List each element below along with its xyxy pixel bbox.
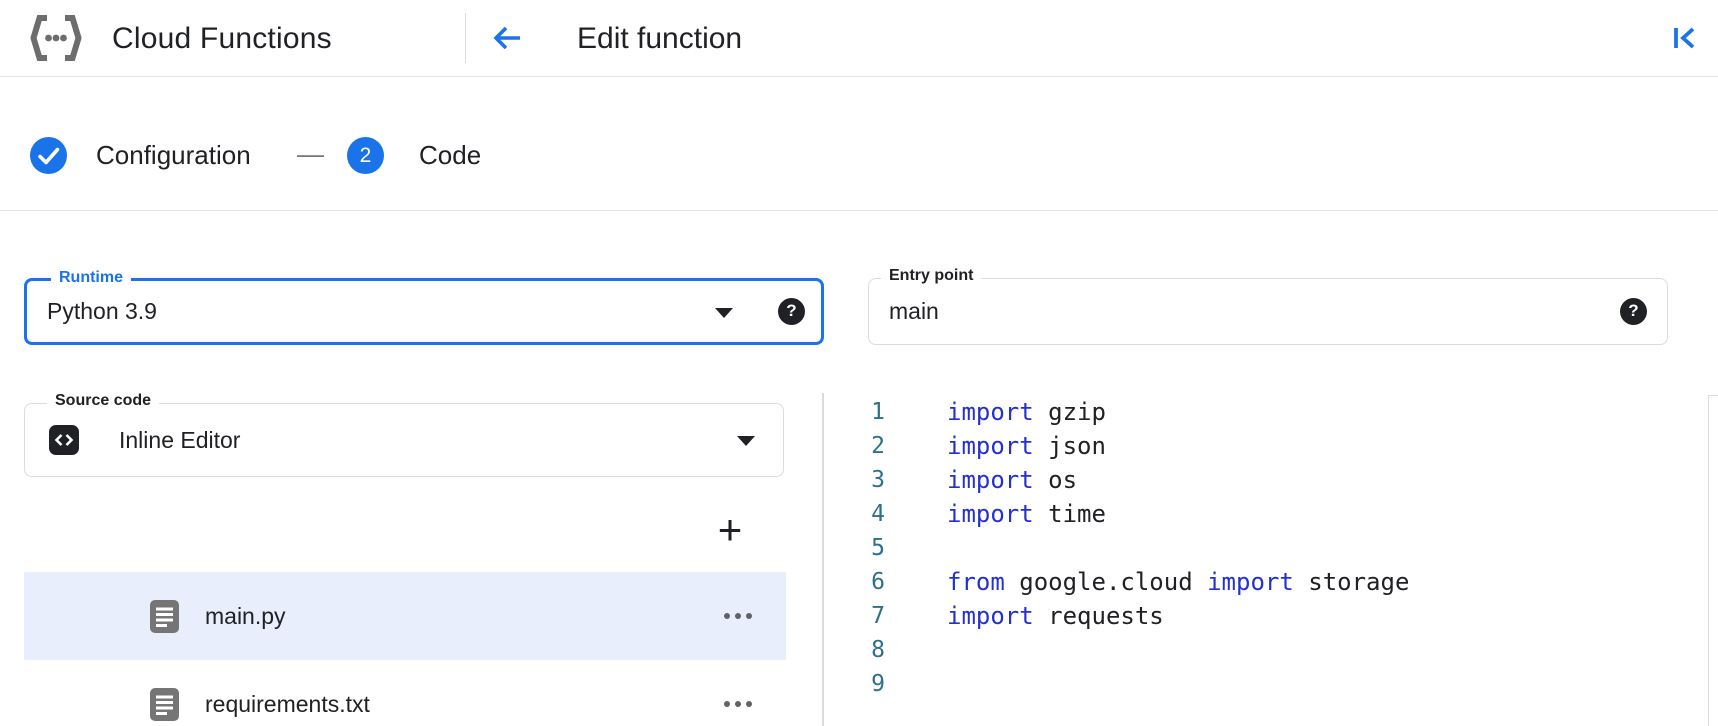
runtime-value: Python 3.9	[47, 298, 157, 324]
check-icon	[38, 147, 60, 165]
more-horizontal-icon	[746, 701, 752, 707]
source-code-select[interactable]: Source code Inline Editor	[24, 391, 784, 477]
product-title: Cloud Functions	[112, 21, 332, 55]
back-button[interactable]	[486, 17, 528, 59]
help-icon: ?	[786, 301, 797, 320]
caret-down-icon	[715, 307, 733, 318]
file-document-icon	[150, 687, 179, 721]
step-complete-circle	[30, 137, 67, 174]
file-list: main.py requirements.txt	[24, 572, 786, 726]
code-line[interactable]: 6 from google.cloud import storage	[830, 565, 1700, 599]
step-number-circle: 2	[347, 137, 384, 174]
caret-down-icon	[737, 436, 755, 446]
runtime-select[interactable]: Runtime Python 3.9 ?	[24, 268, 824, 345]
more-horizontal-icon	[724, 613, 730, 619]
collapse-panel-button[interactable]	[1662, 16, 1706, 60]
help-icon: ?	[1628, 301, 1639, 320]
code-text: import os	[947, 466, 1078, 494]
line-number: 4	[871, 501, 885, 527]
back-arrow-icon	[493, 26, 520, 50]
runtime-label: Runtime	[51, 268, 131, 287]
step-configuration[interactable]: Configuration	[30, 137, 251, 174]
line-number: 3	[871, 467, 885, 493]
code-line[interactable]: 5	[830, 531, 1700, 565]
code-line[interactable]: 3 import os	[830, 463, 1700, 497]
file-document-icon	[150, 599, 179, 633]
file-more-options-button[interactable]	[716, 600, 760, 632]
line-number: 9	[871, 671, 885, 697]
code-line[interactable]: 2 import json	[830, 429, 1700, 463]
code-line[interactable]: 1 import gzip	[830, 395, 1700, 429]
code-line[interactable]: 9	[830, 667, 1700, 701]
code-text: from google.cloud import storage	[947, 568, 1410, 596]
code-text: import json	[947, 432, 1106, 460]
more-horizontal-icon	[735, 613, 741, 619]
inline-editor-code-icon	[49, 425, 79, 455]
line-number: 8	[871, 637, 885, 663]
file-row-requirements.txt[interactable]: requirements.txt	[24, 660, 786, 726]
editor-left-divider	[822, 393, 824, 726]
entry-point-field: Entry point ?	[868, 266, 1668, 345]
entry-point-help-button[interactable]: ?	[1620, 297, 1647, 325]
file-more-options-button[interactable]	[716, 688, 760, 720]
code-line[interactable]: 4 import time	[830, 497, 1700, 531]
line-number: 2	[871, 433, 885, 459]
step-code[interactable]: 2 Code	[347, 137, 481, 174]
source-code-label: Source code	[47, 391, 160, 410]
more-horizontal-icon	[746, 613, 752, 619]
section-divider	[0, 210, 1718, 211]
more-horizontal-icon	[724, 701, 730, 707]
code-editor[interactable]: 1 import gzip 2 import json 3 import os 4 impor…	[830, 395, 1700, 701]
entry-point-input[interactable]	[889, 279, 1589, 344]
line-number: 7	[871, 603, 885, 629]
line-number: 6	[871, 569, 885, 595]
source-code-value: Inline Editor	[119, 426, 241, 453]
header-divider	[465, 13, 466, 63]
add-file-button[interactable]: +	[704, 504, 756, 556]
page-title: Edit function	[577, 21, 743, 55]
line-number: 1	[871, 399, 885, 425]
code-text: import gzip	[947, 398, 1106, 426]
step-separator: —	[297, 139, 324, 169]
runtime-help-button[interactable]: ?	[778, 297, 805, 325]
code-text: import requests	[947, 602, 1164, 630]
more-horizontal-icon	[735, 701, 741, 707]
collapse-panel-icon	[1674, 27, 1695, 49]
step-label: Configuration	[96, 140, 251, 170]
plus-icon: +	[717, 506, 743, 553]
file-name: main.py	[205, 602, 286, 629]
line-number: 5	[871, 535, 885, 561]
app-header: Cloud Functions Edit function	[0, 0, 1718, 77]
file-row-main.py[interactable]: main.py	[24, 572, 786, 660]
file-name: requirements.txt	[205, 690, 370, 717]
editor-scrollbar-track[interactable]	[1708, 395, 1709, 726]
code-text: import time	[947, 500, 1106, 528]
cloud-functions-logo-icon	[30, 15, 82, 61]
code-line[interactable]: 8	[830, 633, 1700, 667]
code-line[interactable]: 7 import requests	[830, 599, 1700, 633]
step-label: Code	[419, 140, 482, 170]
editor-top-edge	[1708, 395, 1718, 396]
